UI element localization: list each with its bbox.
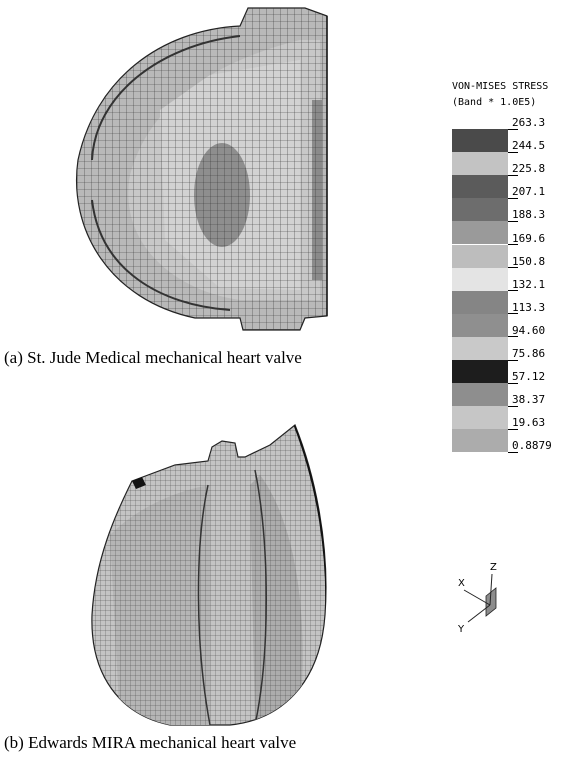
legend-band [452,244,508,268]
legend-tick-mark [508,382,518,384]
axis-label-z: Z [490,562,497,573]
legend-tick-mark [508,405,518,407]
legend-tick-label: 75.86 [512,347,546,360]
legend-band [452,267,508,291]
legend-tick-mark [508,244,518,245]
legend-tick-label: 263.3 [512,116,546,129]
legend-band [452,129,508,152]
legend-tick-label: 113.3 [512,300,546,314]
legend-tick-mark [508,359,518,361]
legend-band [452,336,508,360]
legend-tick-label: 57.12 [512,370,546,384]
legend-band [452,152,508,176]
legend-tick-label: 188.3 [512,208,546,222]
caption-edwards-mira: (b) Edwards MIRA mechanical heart valve [4,733,297,752]
legend-tick-label: 169.6 [512,231,546,245]
legend-tick-mark [508,220,518,222]
axes-triad-icon: X Z Y [452,560,522,640]
legend-band [452,313,508,337]
caption-st-jude: (a) St. Jude Medical mechanical heart va… [4,348,302,367]
legend-tick-label: 94.60 [512,323,546,337]
legend-tick-label: 38.37 [512,393,546,407]
legend-tick-mark [508,313,518,315]
legend-band [452,383,508,407]
legend-band [452,406,508,430]
legend-tick-label: 0.8879 [512,439,552,453]
axis-label-y: Y [457,624,465,635]
legend-band [452,429,508,453]
legend-tick-label: 19.63 [512,416,546,430]
legend-tick-mark [508,290,518,292]
legend-tick-mark [508,128,518,130]
legend-tick-label: 207.1 [512,185,546,199]
legend-tick-mark [508,151,518,153]
legend-tick-label: 225.8 [512,162,546,176]
legend-tick-mark [508,336,518,338]
legend-tick-label: 244.5 [512,139,546,153]
legend-band [452,175,508,199]
legend-tick-label: 132.1 [512,277,546,291]
legend-title: VON-MISES STRESS [452,81,549,92]
legend-subtitle: (Band * 1.0E5) [452,97,537,108]
legend-tick-mark [508,174,518,176]
legend-band [452,360,508,383]
legend-tick-mark [508,197,518,199]
legend-band [452,221,508,245]
legend-tick-mark [508,428,518,430]
st-jude-valve-mesh [0,0,345,340]
legend-tick-mark [508,451,518,453]
legend-band [452,198,508,222]
legend-tick-label: 150.8 [512,254,546,268]
edwards-mira-valve-mesh [80,395,360,730]
legend-tick-mark [508,267,518,269]
axis-label-x: X [458,578,465,589]
legend-band [452,290,508,314]
